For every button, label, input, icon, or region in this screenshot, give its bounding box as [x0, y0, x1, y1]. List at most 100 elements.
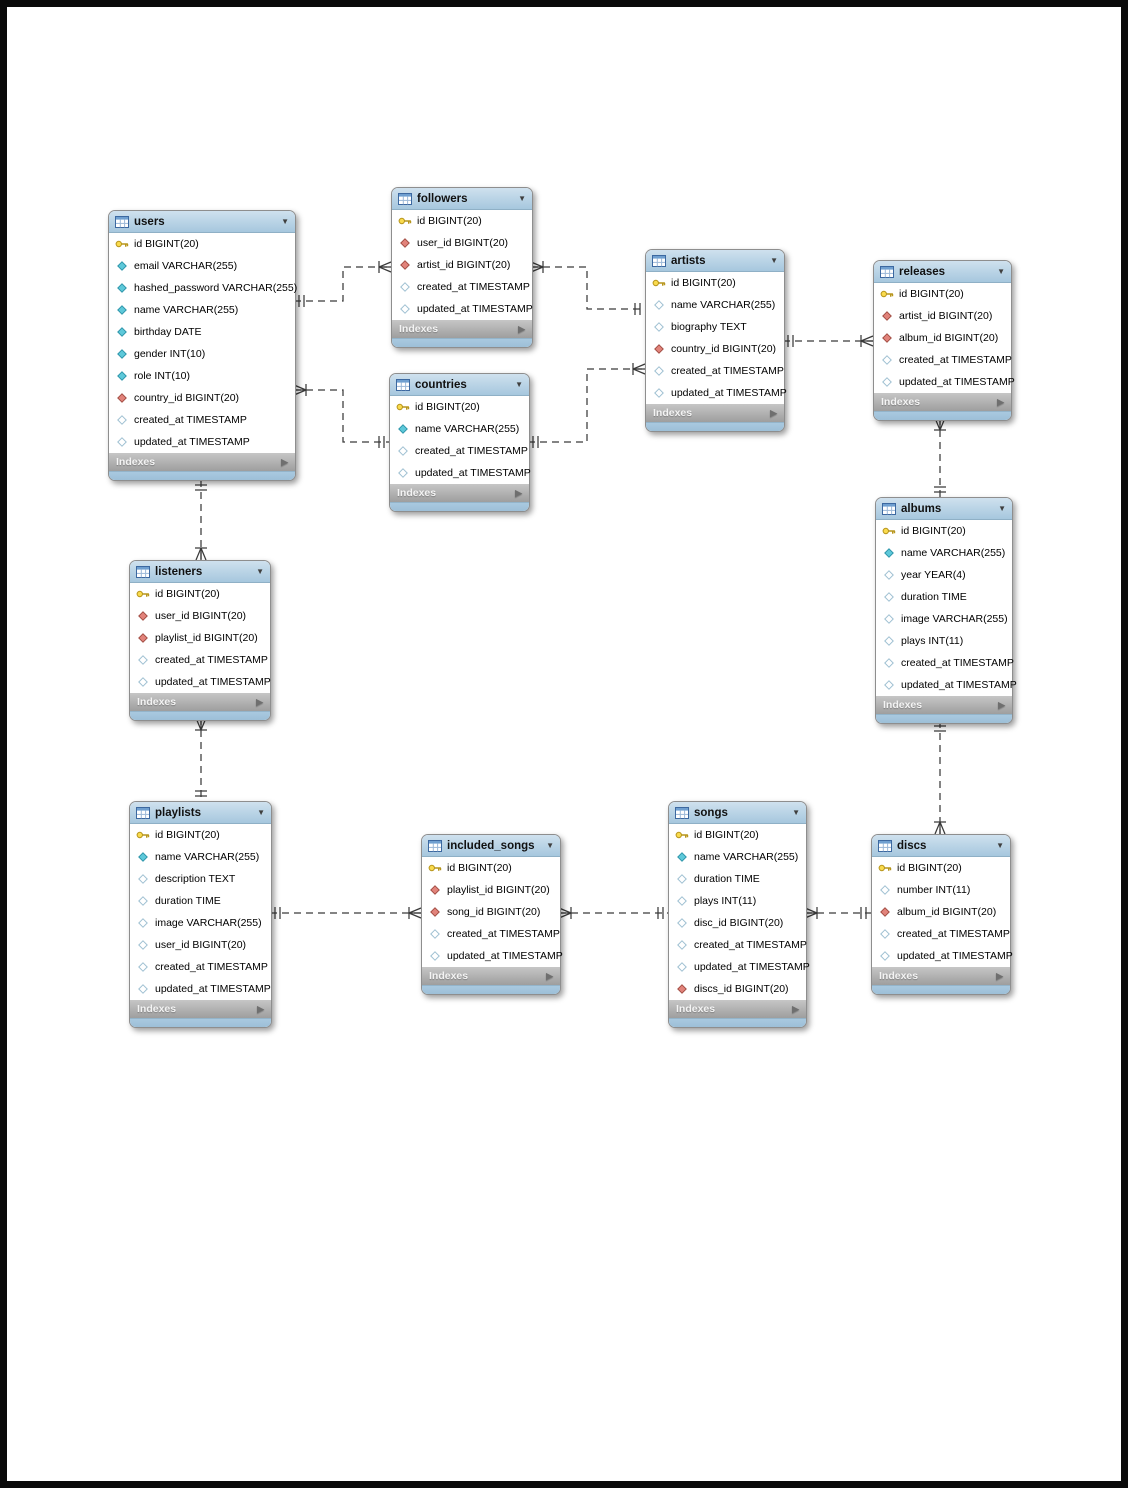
- table-header-albums[interactable]: albums▼: [876, 498, 1012, 520]
- column-row-releases[interactable]: artist_id BIGINT(20): [874, 305, 1011, 327]
- column-row-countries[interactable]: updated_at TIMESTAMP: [390, 462, 531, 484]
- column-row-releases[interactable]: album_id BIGINT(20): [874, 327, 1011, 349]
- table-listeners[interactable]: listeners▼id BIGINT(20)user_id BIGINT(20…: [129, 560, 271, 721]
- table-header-artists[interactable]: artists▼: [646, 250, 784, 272]
- column-row-discs[interactable]: album_id BIGINT(20): [872, 901, 1010, 923]
- collapse-arrow-icon[interactable]: ▼: [518, 193, 526, 203]
- table-header-playlists[interactable]: playlists▼: [130, 802, 271, 824]
- collapse-arrow-icon[interactable]: ▼: [257, 807, 265, 817]
- column-row-playlists[interactable]: id BIGINT(20): [130, 824, 271, 846]
- table-users[interactable]: users▼id BIGINT(20)email VARCHAR(255)has…: [108, 210, 297, 481]
- column-row-albums[interactable]: id BIGINT(20): [876, 520, 1012, 542]
- column-row-included_songs[interactable]: created_at TIMESTAMP: [422, 923, 560, 945]
- column-row-users[interactable]: updated_at TIMESTAMP: [109, 431, 295, 453]
- table-header-discs[interactable]: discs▼: [872, 835, 1010, 857]
- indexes-bar-followers[interactable]: Indexes▶: [392, 320, 532, 338]
- column-row-followers[interactable]: artist_id BIGINT(20): [392, 254, 532, 276]
- table-albums[interactable]: albums▼id BIGINT(20)name VARCHAR(255)yea…: [875, 497, 1017, 724]
- column-row-users[interactable]: birthday DATE: [109, 321, 295, 343]
- table-songs[interactable]: songs▼id BIGINT(20)name VARCHAR(255)dura…: [668, 801, 810, 1028]
- indexes-bar-playlists[interactable]: Indexes▶: [130, 1000, 271, 1018]
- column-row-included_songs[interactable]: song_id BIGINT(20): [422, 901, 560, 923]
- relationship-followers-artists[interactable]: [530, 261, 645, 315]
- table-playlists[interactable]: playlists▼id BIGINT(20)name VARCHAR(255)…: [129, 801, 272, 1028]
- expand-arrow-icon[interactable]: ▶: [997, 396, 1004, 407]
- expand-arrow-icon[interactable]: ▶: [792, 1003, 799, 1014]
- indexes-bar-releases[interactable]: Indexes▶: [874, 393, 1011, 411]
- column-row-artists[interactable]: name VARCHAR(255): [646, 294, 784, 316]
- column-row-included_songs[interactable]: playlist_id BIGINT(20): [422, 879, 560, 901]
- indexes-bar-discs[interactable]: Indexes▶: [872, 967, 1010, 985]
- column-row-users[interactable]: gender INT(10): [109, 343, 295, 365]
- indexes-bar-artists[interactable]: Indexes▶: [646, 404, 784, 422]
- relationship-users-followers[interactable]: [294, 261, 392, 307]
- table-header-listeners[interactable]: listeners▼: [130, 561, 270, 583]
- table-included_songs[interactable]: included_songs▼id BIGINT(20)playlist_id …: [421, 834, 563, 995]
- collapse-arrow-icon[interactable]: ▼: [281, 216, 289, 226]
- column-row-albums[interactable]: created_at TIMESTAMP: [876, 652, 1014, 674]
- column-row-users[interactable]: email VARCHAR(255): [109, 255, 295, 277]
- collapse-arrow-icon[interactable]: ▼: [996, 840, 1004, 850]
- column-row-playlists[interactable]: updated_at TIMESTAMP: [130, 978, 271, 1000]
- indexes-bar-listeners[interactable]: Indexes▶: [130, 693, 270, 711]
- table-header-included_songs[interactable]: included_songs▼: [422, 835, 560, 857]
- column-row-followers[interactable]: user_id BIGINT(20): [392, 232, 532, 254]
- column-row-songs[interactable]: name VARCHAR(255): [669, 846, 806, 868]
- column-row-artists[interactable]: created_at TIMESTAMP: [646, 360, 784, 382]
- column-row-albums[interactable]: updated_at TIMESTAMP: [876, 674, 1017, 696]
- column-row-discs[interactable]: created_at TIMESTAMP: [872, 923, 1010, 945]
- collapse-arrow-icon[interactable]: ▼: [546, 840, 554, 850]
- column-row-songs[interactable]: duration TIME: [669, 868, 806, 890]
- relationship-listeners-playlists[interactable]: [195, 717, 207, 801]
- column-row-songs[interactable]: disc_id BIGINT(20): [669, 912, 806, 934]
- column-row-albums[interactable]: plays INT(11): [876, 630, 1012, 652]
- relationship-users-countries[interactable]: [293, 384, 389, 448]
- column-row-releases[interactable]: updated_at TIMESTAMP: [874, 371, 1015, 393]
- column-row-songs[interactable]: discs_id BIGINT(20): [669, 978, 806, 1000]
- column-row-songs[interactable]: plays INT(11): [669, 890, 806, 912]
- relationship-users-listeners[interactable]: [195, 480, 207, 561]
- column-row-discs[interactable]: id BIGINT(20): [872, 857, 1010, 879]
- column-row-artists[interactable]: id BIGINT(20): [646, 272, 784, 294]
- expand-arrow-icon[interactable]: ▶: [281, 456, 288, 467]
- column-row-listeners[interactable]: updated_at TIMESTAMP: [130, 671, 271, 693]
- column-row-songs[interactable]: created_at TIMESTAMP: [669, 934, 807, 956]
- column-row-countries[interactable]: created_at TIMESTAMP: [390, 440, 529, 462]
- indexes-bar-included_songs[interactable]: Indexes▶: [422, 967, 560, 985]
- collapse-arrow-icon[interactable]: ▼: [515, 379, 523, 389]
- column-row-listeners[interactable]: id BIGINT(20): [130, 583, 270, 605]
- expand-arrow-icon[interactable]: ▶: [515, 487, 522, 498]
- column-row-artists[interactable]: country_id BIGINT(20): [646, 338, 784, 360]
- collapse-arrow-icon[interactable]: ▼: [792, 807, 800, 817]
- column-row-listeners[interactable]: playlist_id BIGINT(20): [130, 627, 270, 649]
- collapse-arrow-icon[interactable]: ▼: [770, 255, 778, 265]
- column-row-users[interactable]: name VARCHAR(255): [109, 299, 295, 321]
- column-row-playlists[interactable]: image VARCHAR(255): [130, 912, 271, 934]
- column-row-countries[interactable]: name VARCHAR(255): [390, 418, 529, 440]
- column-row-songs[interactable]: id BIGINT(20): [669, 824, 806, 846]
- table-header-songs[interactable]: songs▼: [669, 802, 806, 824]
- column-row-included_songs[interactable]: id BIGINT(20): [422, 857, 560, 879]
- column-row-albums[interactable]: name VARCHAR(255): [876, 542, 1012, 564]
- expand-arrow-icon[interactable]: ▶: [518, 323, 525, 334]
- table-artists[interactable]: artists▼id BIGINT(20)name VARCHAR(255)bi…: [645, 249, 787, 432]
- relationship-playlists-included_songs[interactable]: [270, 907, 422, 919]
- expand-arrow-icon[interactable]: ▶: [996, 970, 1003, 981]
- column-row-discs[interactable]: number INT(11): [872, 879, 1010, 901]
- column-row-artists[interactable]: biography TEXT: [646, 316, 784, 338]
- column-row-playlists[interactable]: user_id BIGINT(20): [130, 934, 271, 956]
- relationship-included_songs-songs[interactable]: [558, 907, 668, 919]
- indexes-bar-albums[interactable]: Indexes▶: [876, 696, 1012, 714]
- column-row-albums[interactable]: image VARCHAR(255): [876, 608, 1012, 630]
- expand-arrow-icon[interactable]: ▶: [546, 970, 553, 981]
- indexes-bar-countries[interactable]: Indexes▶: [390, 484, 529, 502]
- table-releases[interactable]: releases▼id BIGINT(20)artist_id BIGINT(2…: [873, 260, 1015, 421]
- column-row-albums[interactable]: duration TIME: [876, 586, 1012, 608]
- table-countries[interactable]: countries▼id BIGINT(20)name VARCHAR(255)…: [389, 373, 531, 512]
- column-row-users[interactable]: id BIGINT(20): [109, 233, 295, 255]
- column-row-playlists[interactable]: name VARCHAR(255): [130, 846, 271, 868]
- table-header-users[interactable]: users▼: [109, 211, 295, 233]
- collapse-arrow-icon[interactable]: ▼: [997, 266, 1005, 276]
- column-row-included_songs[interactable]: updated_at TIMESTAMP: [422, 945, 563, 967]
